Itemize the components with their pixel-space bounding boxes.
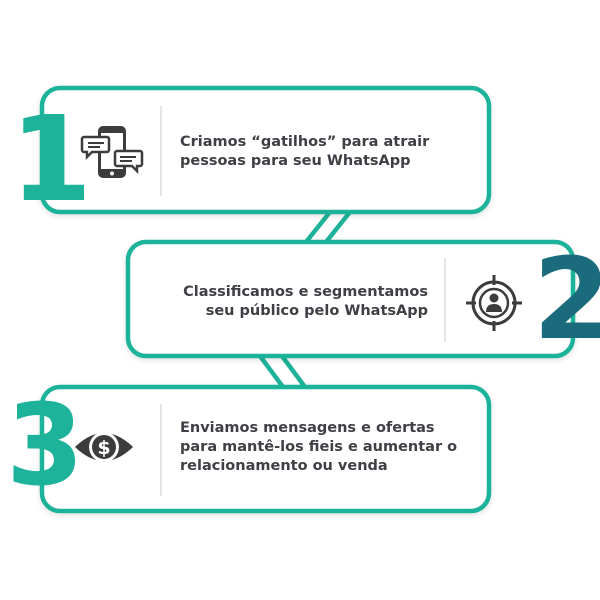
- step-1-line-1: Criamos “gatilhos” para atrair: [180, 134, 430, 150]
- step-2-line-2: seu público pelo WhatsApp: [205, 303, 428, 319]
- svg-text:$: $: [97, 437, 110, 459]
- step-3-text: Enviamos mensagens e ofertas para mantê-…: [180, 419, 457, 476]
- step-3-line-3: relacionamento ou venda: [180, 458, 388, 474]
- step-1-line-2: pessoas para seu WhatsApp: [180, 153, 411, 169]
- box-connectors: [257, 209, 353, 390]
- target-person-icon: [462, 271, 526, 335]
- step-1-number: 1: [10, 90, 93, 228]
- step-3-line-2: para mantê-los fieis e aumentar o: [180, 439, 458, 455]
- step-2-text: Classificamos e segmentamos seu público …: [183, 283, 428, 321]
- step-2-number: 2: [533, 235, 600, 365]
- step-1-box: [39, 85, 492, 215]
- step-2-line-1: Classificamos e segmentamos: [183, 284, 428, 300]
- eye-dollar-icon: $: [72, 415, 136, 479]
- icon-dividers: [160, 106, 446, 496]
- step-3-number: 3: [6, 381, 84, 511]
- step-3-box: [39, 384, 492, 514]
- step-2-box: [125, 239, 576, 359]
- step-1-text: Criamos “gatilhos” para atrair pessoas p…: [180, 133, 429, 171]
- step-3-line-1: Enviamos mensagens e ofertas: [180, 420, 435, 436]
- tablet-chat-bubbles-icon: [80, 121, 144, 185]
